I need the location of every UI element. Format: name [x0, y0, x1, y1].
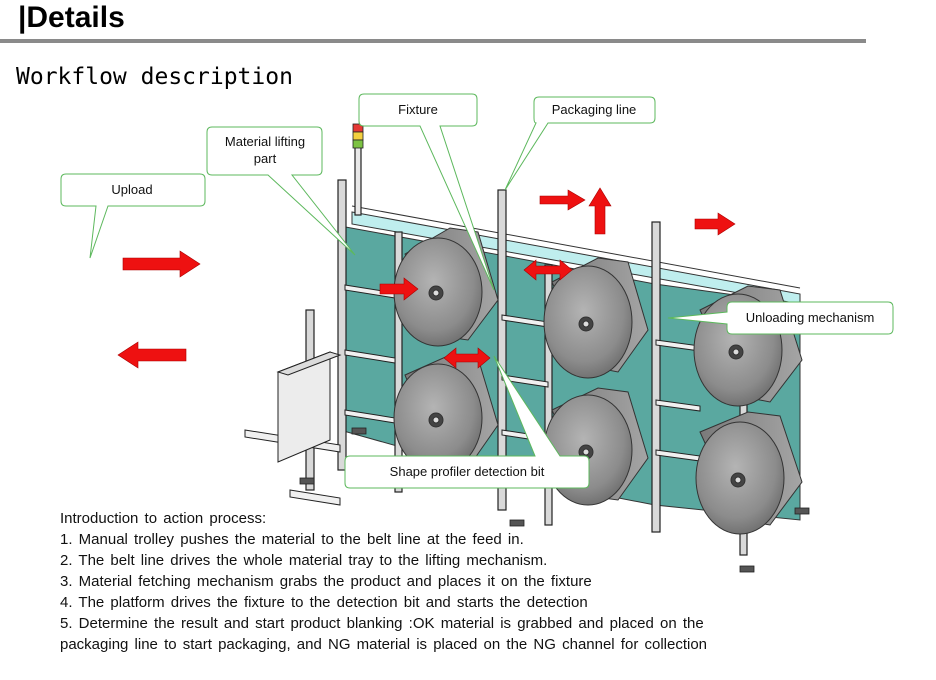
callout-shape-profiler: Shape profiler detection bit: [344, 355, 590, 489]
callout-packaging-line: Packaging line: [504, 96, 656, 191]
machine-feet: [299, 427, 810, 573]
intro-step: 1. Manual trolley pushes the material to…: [60, 531, 524, 548]
section-subtitle: Workflow description: [16, 64, 293, 90]
signal-tower: [352, 123, 364, 149]
callout-upload: Upload: [60, 173, 206, 259]
arrow-double-icon: [443, 347, 491, 369]
callout-unloading: Unloading mechanism: [667, 301, 894, 335]
intro-step: packaging line to start packaging, and N…: [60, 636, 708, 653]
flow-arrows: [117, 187, 736, 369]
intro-step: 5. Determine the result and start produc…: [60, 615, 704, 632]
arrow-up-icon: [588, 187, 612, 235]
intro-step: 3. Material fetching mechanism grabs the…: [60, 573, 592, 590]
intro-heading: Introduction to action process:: [60, 510, 267, 527]
intro-step: 4. The platform drives the fixture to th…: [60, 594, 588, 611]
arrow-right-icon: [122, 250, 201, 278]
arrow-double-icon: [523, 259, 573, 281]
callout-material-lifting-line1: Material lifting: [225, 134, 305, 149]
control-cabinet: [276, 351, 342, 463]
page-title: |Details: [18, 1, 125, 34]
callout-material-lifting-line2: part: [254, 151, 277, 166]
process-introduction: Introduction to action process: 1. Manua…: [60, 508, 780, 655]
arrow-right-icon: [379, 277, 419, 301]
callout-fixture-label: Fixture: [398, 102, 438, 117]
arrow-left-icon: [117, 341, 187, 369]
arrow-right-icon: [694, 212, 736, 236]
callout-unloading-label: Unloading mechanism: [746, 310, 875, 325]
intro-step: 2. The belt line drives the whole materi…: [60, 552, 548, 569]
callout-upload-label: Upload: [111, 182, 152, 197]
callout-material-lifting: Material lifting part: [206, 126, 356, 256]
title-divider: [0, 39, 866, 43]
callout-packaging-line-label: Packaging line: [552, 102, 637, 117]
arrow-right-icon: [539, 189, 586, 211]
callout-shape-profiler-label: Shape profiler detection bit: [390, 464, 545, 479]
callout-fixture: Fixture: [358, 93, 495, 291]
